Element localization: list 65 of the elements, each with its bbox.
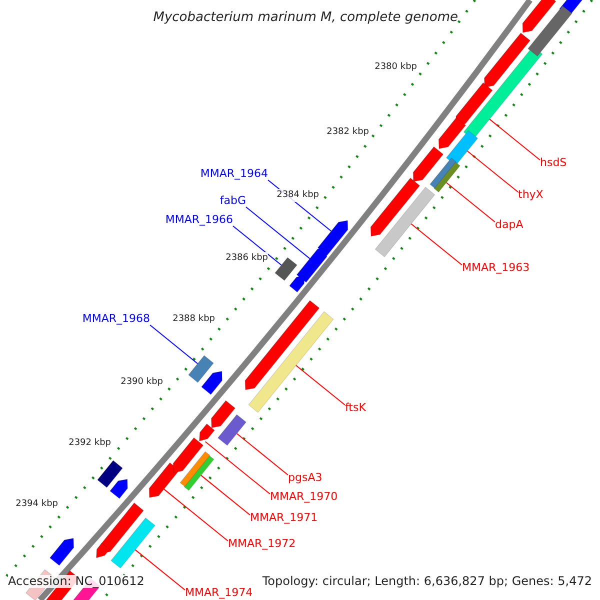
diagram-title: Mycobacterium marinum M, complete genome: [153, 11, 458, 24]
gene-block: [110, 478, 128, 499]
gene-block: [296, 247, 328, 283]
gene-bar: [446, 130, 478, 166]
gene-bar: [188, 355, 214, 383]
leader-line: [466, 150, 518, 192]
gene-label: dapA: [495, 218, 524, 231]
gene-bar: [528, 5, 572, 57]
accession-text: Accession: NC_010612: [8, 575, 144, 588]
leader-line: [134, 549, 186, 590]
gene-block: [370, 178, 420, 237]
leader-line: [489, 118, 540, 160]
gene-label: pgsA3: [288, 471, 322, 484]
gene-label: ftsK: [345, 401, 366, 414]
gene-bar: [430, 157, 456, 189]
scale-label: 2382 kbp: [326, 126, 369, 139]
gene-block: [317, 220, 348, 256]
gene-block: [244, 300, 320, 390]
scale-label: 2390 kbp: [120, 376, 163, 389]
genome-info-text: Topology: circular; Length: 6,636,827 bp; Genes: 5,472: [262, 575, 592, 588]
leader-line: [200, 474, 250, 516]
leader-line: [150, 324, 198, 364]
gene-block: [289, 274, 306, 293]
gene-block: [100, 502, 144, 554]
scale-label: 2384 kbp: [276, 189, 319, 202]
gene-label: hsdS: [540, 156, 567, 169]
gene-block: [198, 423, 215, 442]
scale-label: 2394 kbp: [16, 498, 58, 511]
gene-bar: [217, 414, 247, 446]
gene-label: MMAR_1963: [462, 261, 530, 274]
leader-line: [204, 441, 270, 494]
gene-label: MMAR_1964: [200, 167, 268, 180]
gene-bar: [374, 186, 436, 258]
scale-label: 2380 kbp: [374, 61, 417, 74]
scale-label: 2386 kbp: [226, 252, 268, 265]
gene-label: MMAR_1972: [228, 537, 296, 550]
gene-block: [438, 117, 466, 149]
gene-block: [201, 370, 222, 395]
leader-line: [410, 223, 462, 266]
gene-label: fabG: [220, 194, 246, 207]
gene-label: MMAR_1974: [185, 586, 253, 599]
gene-block: [49, 538, 74, 566]
gene-label: MMAR_1966: [165, 213, 233, 226]
leader-line: [232, 226, 282, 266]
gene-label: thyX: [518, 188, 544, 201]
gene-block: [172, 437, 204, 473]
leader-line: [296, 364, 346, 406]
gene-block: [148, 462, 180, 498]
gene-bar: [110, 517, 156, 569]
scale-label: 2388 kbp: [172, 313, 215, 326]
scale-label: 2392 kbp: [68, 437, 111, 450]
gene-block: [456, 82, 493, 126]
gene-bar: [97, 460, 123, 488]
leader-line: [246, 206, 310, 260]
gene-block: [412, 146, 444, 182]
leader-line: [164, 488, 228, 542]
gene-label: MMAR_1971: [250, 511, 318, 524]
gene-block: [522, 0, 556, 33]
gene-label: MMAR_1968: [82, 312, 150, 325]
gene-bar: [248, 311, 334, 413]
gene-block: [484, 32, 531, 88]
leader-line: [446, 182, 496, 222]
gene-block: [211, 400, 236, 428]
leader-line: [236, 433, 288, 476]
gene-label: MMAR_1970: [270, 490, 338, 503]
